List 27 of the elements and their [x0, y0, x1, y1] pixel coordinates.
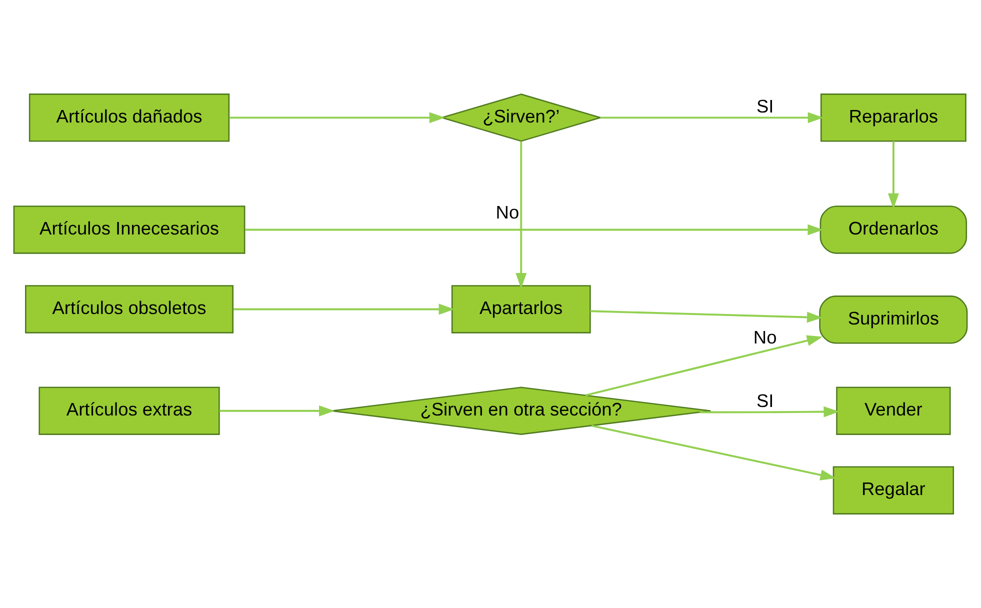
node-box: Apartarlos — [451, 285, 591, 334]
arrow — [219, 405, 335, 416]
arrow — [229, 112, 446, 124]
edge-label: No — [753, 326, 777, 348]
arrow — [600, 112, 824, 124]
node-box: Artículos obsoletos — [25, 285, 234, 334]
arrow — [516, 141, 527, 289]
arrow — [590, 310, 823, 323]
node-box: Artículos extras — [38, 386, 220, 435]
node-box: Artículos dañados — [28, 94, 230, 142]
arrow — [245, 224, 824, 236]
arrow — [233, 304, 454, 315]
edge-label: No — [496, 201, 520, 222]
arrow — [700, 406, 840, 418]
edge-label: SI — [756, 96, 774, 117]
node-box: Ordenarlos — [820, 206, 968, 254]
node-box: Vender — [836, 386, 951, 435]
node-box: Repararlos — [820, 94, 966, 142]
node-box: Artículos Innecesarios — [13, 206, 246, 254]
node-box: Regalar — [832, 466, 954, 514]
arrow — [888, 141, 899, 210]
edge-label: SI — [756, 390, 774, 412]
node-box: Suprimirlos — [819, 296, 968, 344]
node-diamond: ¿Sirven?’ — [440, 94, 603, 142]
arrow — [585, 335, 823, 396]
arrow — [591, 424, 836, 480]
node-diamond: ¿Sirven en otra sección? — [330, 386, 712, 435]
